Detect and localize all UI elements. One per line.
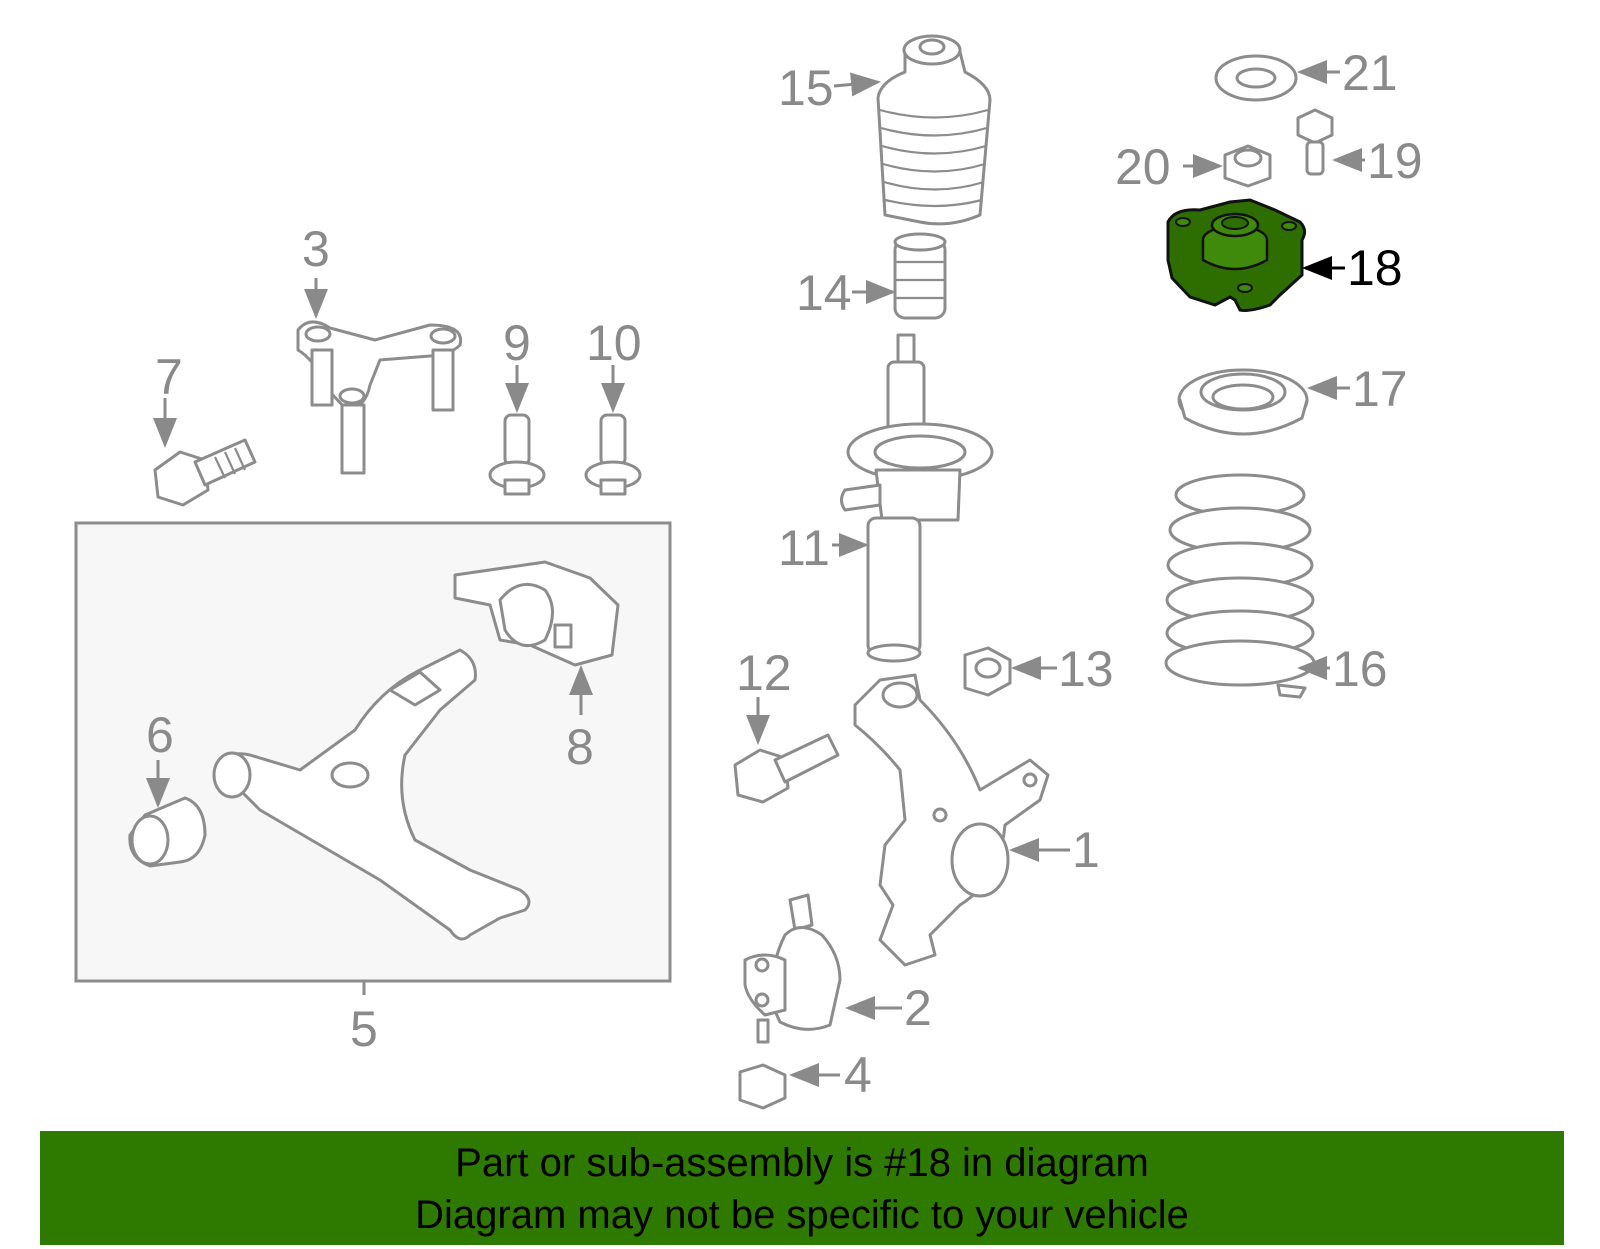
part-19-bolt[interactable]: [1296, 108, 1334, 176]
part-15-dust-boot[interactable]: [876, 34, 992, 226]
part-3-bracket[interactable]: [296, 320, 463, 475]
part-14-bump-stop[interactable]: [893, 232, 947, 320]
callout-16: 16: [1332, 641, 1388, 697]
banner-line-2: Diagram may not be specific to your vehi…: [415, 1193, 1189, 1237]
callout-10: 10: [586, 315, 642, 371]
part-21-washer[interactable]: [1214, 54, 1298, 102]
callout-19: 19: [1367, 133, 1423, 189]
callout-17: 17: [1352, 361, 1408, 417]
part-2-ball-joint[interactable]: [743, 893, 842, 1044]
part-9-bolt[interactable]: [488, 413, 546, 496]
part-17-spring-seat[interactable]: [1177, 368, 1309, 436]
part-11-strut[interactable]: [840, 333, 994, 663]
callout-13: 13: [1058, 641, 1114, 697]
part-info-banner: Part or sub-assembly is #18 in diagram D…: [40, 1131, 1564, 1245]
part-20-nut[interactable]: [1223, 144, 1272, 188]
part-6-bushing[interactable]: [128, 796, 207, 868]
callout-labels: 1 2 3 4 5 6 7 8 9 10 11 12 13 14 15 16 1…: [146, 45, 1423, 1103]
callout-18: 18: [1347, 240, 1403, 296]
callout-20: 20: [1115, 139, 1171, 195]
callout-3: 3: [302, 221, 330, 277]
part-18-strut-mount[interactable]: [1166, 198, 1307, 312]
callout-9: 9: [503, 315, 531, 371]
part-8-bushing[interactable]: [453, 560, 620, 667]
callout-15: 15: [778, 60, 834, 116]
callout-8: 8: [566, 719, 594, 775]
callout-11: 11: [778, 520, 830, 576]
callout-4: 4: [844, 1047, 872, 1103]
callout-7: 7: [155, 349, 183, 405]
part-1-knuckle[interactable]: [853, 673, 1050, 967]
banner-line-1: Part or sub-assembly is #18 in diagram: [455, 1141, 1149, 1185]
part-4-nut[interactable]: [738, 1063, 787, 1110]
callout-21: 21: [1342, 45, 1398, 101]
control-arm[interactable]: [212, 648, 531, 941]
callout-6: 6: [146, 707, 174, 763]
part-16-coil-spring[interactable]: [1164, 473, 1316, 699]
callout-2: 2: [904, 980, 932, 1036]
part-10-bolt[interactable]: [584, 413, 642, 496]
part-7-bolt[interactable]: [153, 438, 257, 507]
callout-5: 5: [350, 1001, 378, 1057]
part-12-bolt[interactable]: [733, 733, 840, 804]
callout-14: 14: [796, 265, 852, 321]
leader-lines: [146, 60, 1365, 1087]
callout-1: 1: [1072, 822, 1100, 878]
part-13-nut[interactable]: [963, 646, 1012, 697]
callout-12: 12: [736, 645, 792, 701]
